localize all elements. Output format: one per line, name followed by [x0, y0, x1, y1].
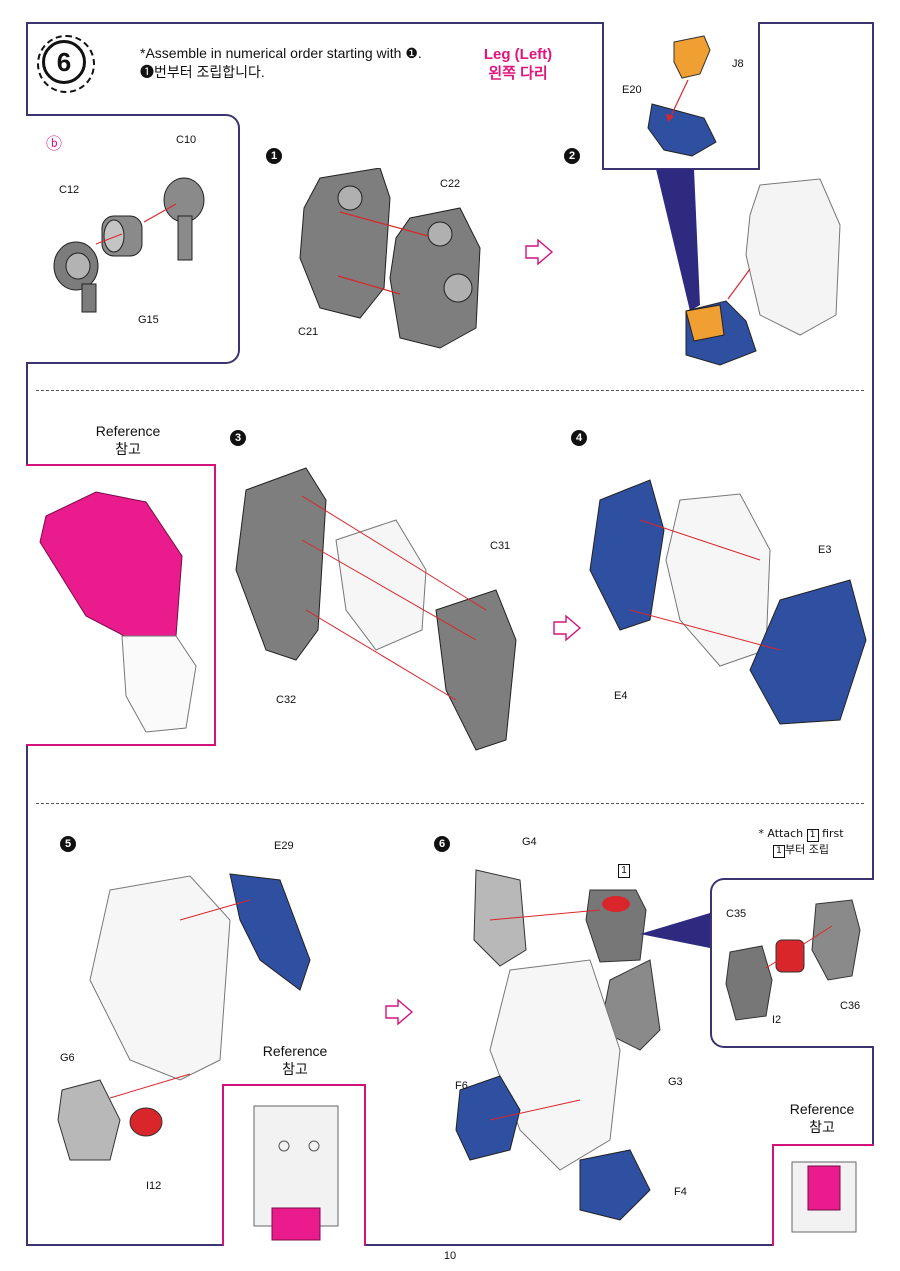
reference-en: Reference	[789, 1101, 855, 1117]
label-e3: E3	[818, 544, 832, 556]
part-title-ko: 왼쪽 다리	[488, 65, 548, 82]
part-title-en: Leg (Left)	[483, 46, 553, 63]
label-c21: C21	[298, 326, 319, 338]
subassembly-b-marker: ⓑ	[46, 136, 63, 153]
step1-drawing	[299, 168, 481, 349]
label-j8: J8	[732, 58, 744, 70]
reference-box-3	[772, 1144, 874, 1246]
reference-drawing-3	[791, 1161, 857, 1233]
step2-marker: 2	[564, 148, 580, 164]
label-f4: F4	[674, 1186, 687, 1198]
step6-inset: C35 C36 I2	[710, 878, 874, 1048]
reference-ko: 참고	[282, 1061, 308, 1077]
label-c22: C22	[440, 178, 461, 190]
label-e20: E20	[622, 84, 642, 96]
step6-drawing	[455, 869, 661, 1221]
callout-pointer	[640, 910, 720, 950]
label-c32: C32	[276, 694, 297, 706]
instruction-en: *Assemble in numerical order starting wi…	[140, 45, 422, 61]
label-f6: F6	[455, 1080, 468, 1092]
label-e29: E29	[274, 840, 294, 852]
reference-title-2: Reference 참고	[250, 1042, 340, 1078]
reference-title-1: Reference 참고	[88, 422, 168, 458]
reference-drawing-2	[253, 1105, 339, 1241]
step6-marker: 6	[434, 836, 450, 852]
reference-en: Reference	[95, 423, 161, 439]
reference-box-2	[222, 1084, 366, 1246]
label-c36: C36	[840, 1000, 861, 1012]
step5-drawing	[57, 873, 311, 1161]
section-divider-2	[36, 803, 864, 804]
step3-marker: 3	[230, 430, 246, 446]
step1-marker: 1	[266, 148, 282, 164]
label-i12: I12	[146, 1180, 162, 1192]
step2-inset-drawing	[647, 35, 717, 157]
instruction-ko: ❶번부터 조립합니다.	[140, 64, 265, 80]
label-g3: G3	[668, 1076, 683, 1088]
step4-drawing	[589, 479, 867, 725]
label-g6: G6	[60, 1052, 75, 1064]
reference-ko: 참고	[115, 441, 141, 457]
step2-drawing	[656, 169, 841, 366]
arrow-step5-to-6-icon	[385, 998, 414, 1026]
step4-marker: 4	[571, 430, 587, 446]
reference-box-1	[26, 464, 216, 746]
subassembly-b-box: ⓑ C10 C12 G15	[26, 114, 240, 364]
label-box-1: 1	[618, 864, 630, 878]
arrow-step1-to-2-icon	[525, 238, 554, 266]
section-divider-1	[36, 390, 864, 391]
label-g15: G15	[138, 314, 159, 326]
label-c12: C12	[59, 184, 80, 196]
subassembly-b-drawing	[53, 177, 205, 313]
label-g4: G4	[522, 836, 537, 848]
part-title: Leg (Left) 왼쪽 다리	[470, 45, 566, 83]
label-c10: C10	[176, 134, 197, 146]
reference-ko: 참고	[809, 1119, 835, 1135]
instruction-text: *Assemble in numerical order starting wi…	[140, 44, 422, 82]
step3-drawing	[235, 467, 517, 751]
page-number: 10	[443, 1250, 457, 1262]
reference-drawing-1	[39, 491, 197, 733]
label-c31: C31	[490, 540, 511, 552]
reference-en: Reference	[262, 1043, 328, 1059]
attach-note-en: * Attach 1 first	[758, 827, 844, 842]
step2-inset: J8 E20	[602, 22, 760, 170]
label-e4: E4	[614, 690, 628, 702]
arrow-step3-to-4-icon	[553, 614, 582, 642]
step5-marker: 5	[60, 836, 76, 852]
label-i2: I2	[772, 1014, 782, 1026]
step6-inset-drawing	[725, 899, 861, 1021]
label-c35: C35	[726, 908, 747, 920]
step-number-badge: 6	[37, 35, 95, 93]
reference-title-3: Reference 참고	[782, 1100, 862, 1136]
